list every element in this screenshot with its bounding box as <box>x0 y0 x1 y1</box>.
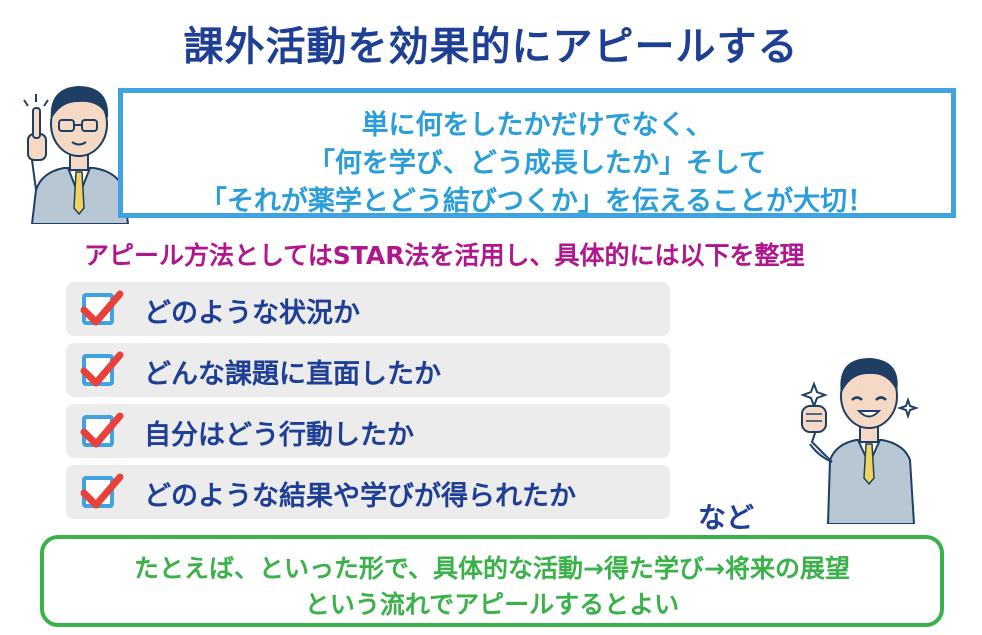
checkmark-icon <box>80 412 124 448</box>
key-message-callout: 単に何をしたかだけでなく、 「何を学び、どう成長したか」そして 「それが薬学とど… <box>118 88 956 218</box>
checkmark-icon <box>80 351 124 387</box>
checklist-item: どのような状況か <box>66 282 670 336</box>
callout-line-3: 「それが薬学とどう結びつくか」を伝えることが大切！ <box>199 186 875 217</box>
page-title: 課外活動を効果的にアピールする <box>183 24 799 70</box>
checklist-item: どんな課題に直面したか <box>66 343 670 397</box>
person-fist-pump-icon <box>800 358 920 524</box>
summary-box: たとえば、といった形で、具体的な活動→得た学び→将来の展望 という流れでアピール… <box>40 535 944 627</box>
callout-line-2: 「何を学び、どう成長したか」そして <box>307 148 767 179</box>
etc-label: など <box>698 501 755 534</box>
checklist-item-label: どんな課題に直面したか <box>144 359 441 390</box>
summary-line-1: たとえば、といった形で、具体的な活動→得た学び→将来の展望 <box>134 554 850 583</box>
star-method-heading: アピール方法としてはSTAR法を活用し、具体的には以下を整理 <box>84 241 805 270</box>
checklist-item: どのような結果や学びが得られたか <box>66 465 670 519</box>
checkmark-icon <box>80 290 124 326</box>
checklist-item-label: どのような結果や学びが得られたか <box>144 481 576 512</box>
checklist-item-label: 自分はどう行動したか <box>144 420 414 451</box>
person-pointing-icon <box>23 86 130 224</box>
checkmark-icon <box>80 473 124 509</box>
checklist-item-label: どのような状況か <box>144 298 360 329</box>
summary-line-2: という流れでアピールするとよい <box>304 590 680 619</box>
checklist-item: 自分はどう行動したか <box>66 404 670 458</box>
callout-line-1: 単に何をしたかだけでなく、 <box>361 110 713 141</box>
